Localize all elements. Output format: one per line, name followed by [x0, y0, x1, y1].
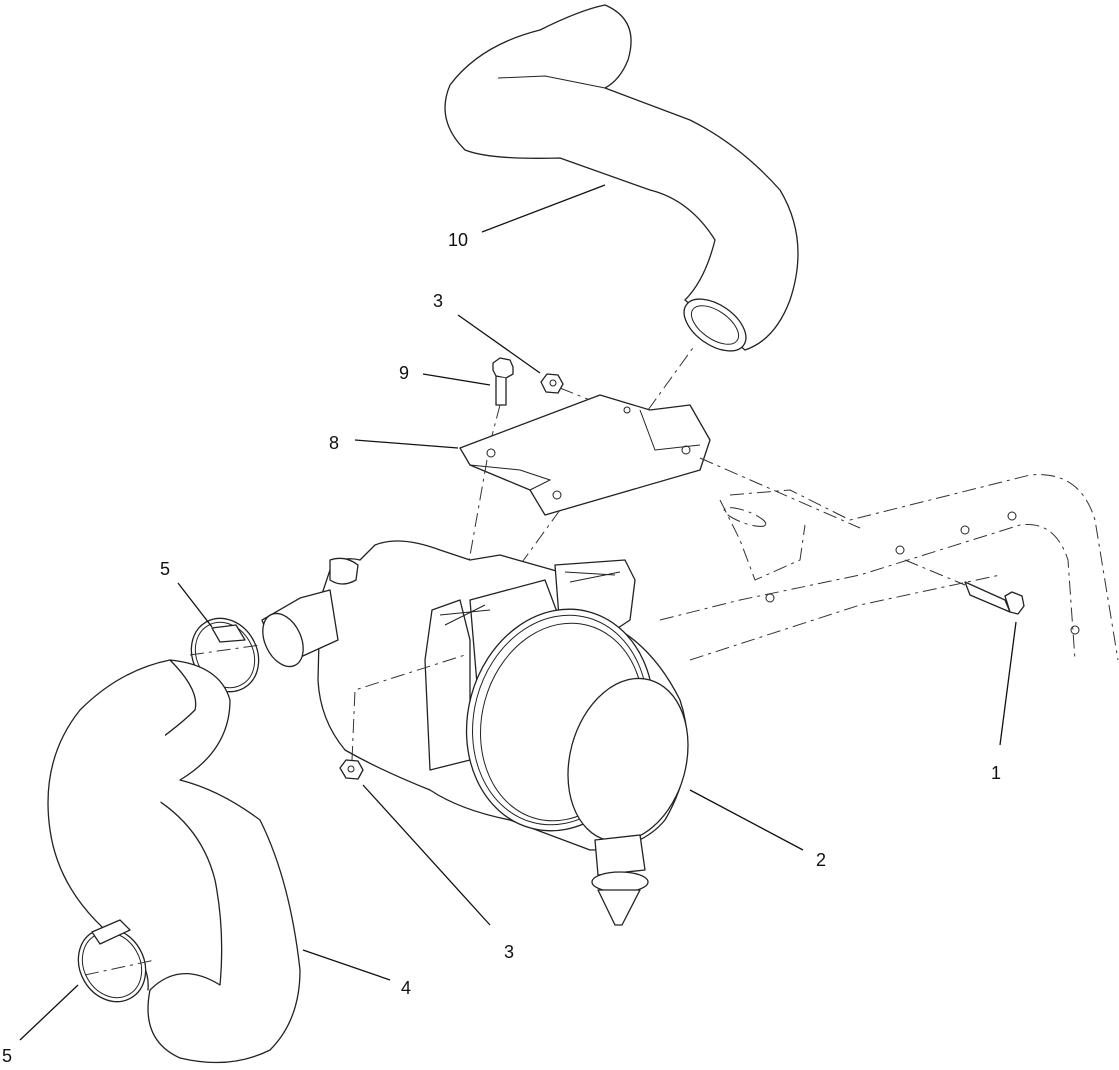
callout-2: 2: [816, 850, 826, 870]
callout-5-top: 5: [160, 559, 170, 579]
lower-hose: [47, 659, 301, 1064]
callout-3-top: 3: [433, 291, 443, 311]
leader-lines: [19, 184, 1017, 1041]
callout-labels: 1 2 3 3 4 5 5 8 9 10: [2, 230, 1001, 1066]
frame-bolt: [904, 559, 1025, 615]
callout-8: 8: [329, 433, 339, 453]
bracket-bolt: [486, 357, 514, 456]
upper-hose: [444, 4, 799, 352]
callout-5-bottom: 5: [2, 1046, 12, 1066]
callout-3-bottom: 3: [504, 942, 514, 962]
lower-flange-nut: [339, 654, 466, 780]
callout-1: 1: [991, 763, 1001, 783]
mounting-bracket: [454, 344, 861, 641]
callout-10: 10: [448, 230, 468, 250]
lower-hose-clamp: [77, 919, 156, 1003]
top-flange-nut: [540, 373, 591, 401]
callout-9: 9: [399, 363, 409, 383]
callout-4: 4: [401, 978, 411, 998]
air-cleaner: [261, 540, 689, 926]
frame-phantom: [659, 474, 1119, 661]
